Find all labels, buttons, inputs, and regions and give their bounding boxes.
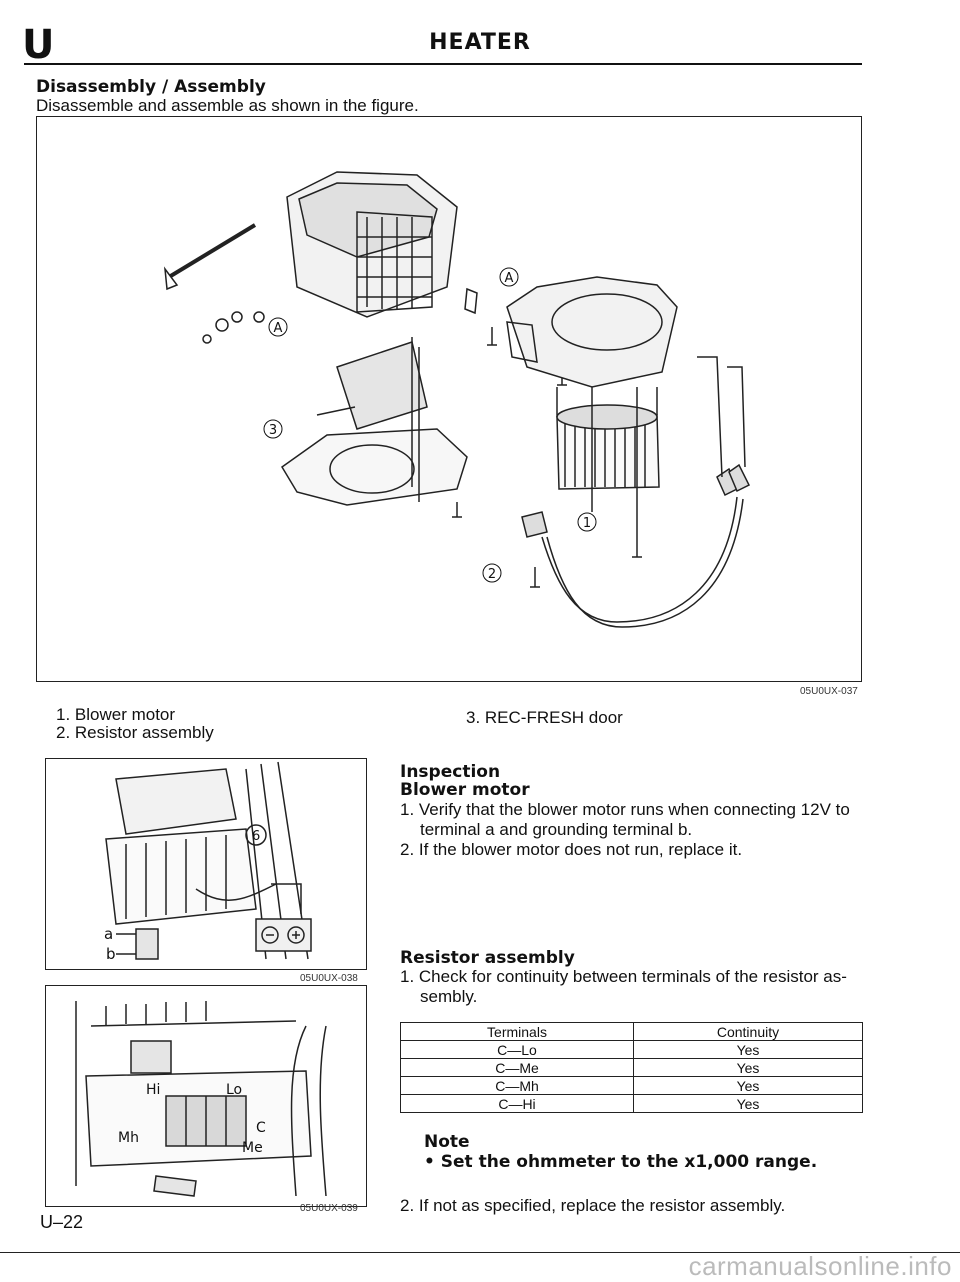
figure-code-3: 05U0UX-039 (300, 1203, 358, 1214)
terminal-b-label: b (106, 945, 116, 963)
callout-2: 2 (488, 567, 496, 582)
blower-motor-illustration: a b 6 (104, 761, 312, 963)
heater-exploded-illustration: A A 3 1 2 (163, 171, 751, 628)
terminal-lo-label: Lo (226, 1082, 242, 1098)
terminal-mh-label: Mh (118, 1130, 139, 1146)
resistor-heading: Resistor assembly (400, 948, 575, 968)
exploded-view-figure: A A 3 1 2 (36, 116, 862, 682)
terminal-a-label: a (104, 925, 113, 943)
note-heading: Note (424, 1132, 470, 1152)
note-text: • Set the ohmmeter to the x1,000 range. (424, 1152, 818, 1172)
resistor-illustration: Hi Lo C Mh Me (75, 1001, 327, 1197)
legend-item-3: 3. REC-FRESH door (466, 708, 623, 727)
terminal-c-label: C (256, 1120, 266, 1136)
figure-code-2: 05U0UX-038 (300, 973, 358, 984)
table-row: C—Mh Yes (400, 1076, 863, 1095)
callout-6: 6 (252, 829, 260, 844)
blower-motor-heading: Blower motor (400, 780, 530, 800)
page-number: U–22 (40, 1212, 84, 1232)
continuity-cell: Yes (633, 1058, 863, 1077)
terminal-cell: C—Hi (400, 1094, 634, 1113)
section-intro: Disassemble and assemble as shown in the… (36, 96, 419, 115)
terminal-me-label: Me (242, 1140, 263, 1156)
callout-3: 3 (269, 423, 277, 438)
section-letter: U (22, 22, 55, 68)
callout-a-right: A (505, 271, 514, 286)
continuity-cell: Yes (633, 1040, 863, 1059)
callout-a-left: A (274, 321, 283, 336)
blower-step-1: 1. Verify that the blower motor runs whe… (400, 800, 850, 819)
figure-code-main: 05U0UX-037 (800, 686, 858, 697)
terminal-cell: C—Mh (400, 1076, 634, 1095)
section-heading: Disassembly / Assembly (36, 77, 266, 97)
legend-item-1: 1. Blower motor (56, 705, 176, 724)
resistor-assembly-figure: Hi Lo C Mh Me (45, 985, 367, 1207)
table-header-terminals: Terminals (400, 1022, 634, 1041)
terminal-cell: C—Lo (400, 1040, 634, 1059)
continuity-table: Terminals Continuity C—Lo Yes C—Me Yes C… (400, 1022, 863, 1113)
header-rule (24, 63, 862, 65)
legend-item-2: 2. Resistor assembly (56, 723, 214, 742)
page-title: HEATER (429, 30, 531, 55)
table-row: C—Hi Yes (400, 1094, 863, 1113)
resistor-step-1-cont: sembly. (420, 987, 478, 1006)
table-header-row: Terminals Continuity (400, 1022, 863, 1041)
inspection-heading: Inspection (400, 762, 501, 782)
resistor-step-1: 1. Check for continuity between terminal… (400, 967, 847, 986)
continuity-cell: Yes (633, 1076, 863, 1095)
continuity-cell: Yes (633, 1094, 863, 1113)
table-header-continuity: Continuity (633, 1022, 863, 1041)
footer-rule (0, 1252, 960, 1253)
callout-1: 1 (583, 516, 591, 531)
terminal-cell: C—Me (400, 1058, 634, 1077)
blower-motor-test-figure: a b 6 (45, 758, 367, 970)
terminal-hi-label: Hi (146, 1082, 160, 1098)
table-row: C—Lo Yes (400, 1040, 863, 1059)
resistor-step-2: 2. If not as specified, replace the resi… (400, 1196, 786, 1215)
blower-step-2: 2. If the blower motor does not run, rep… (400, 840, 743, 859)
watermark: carmanualsonline.info (688, 1251, 952, 1281)
blower-step-1-cont: terminal a and grounding terminal b. (420, 820, 693, 839)
table-row: C—Me Yes (400, 1058, 863, 1077)
